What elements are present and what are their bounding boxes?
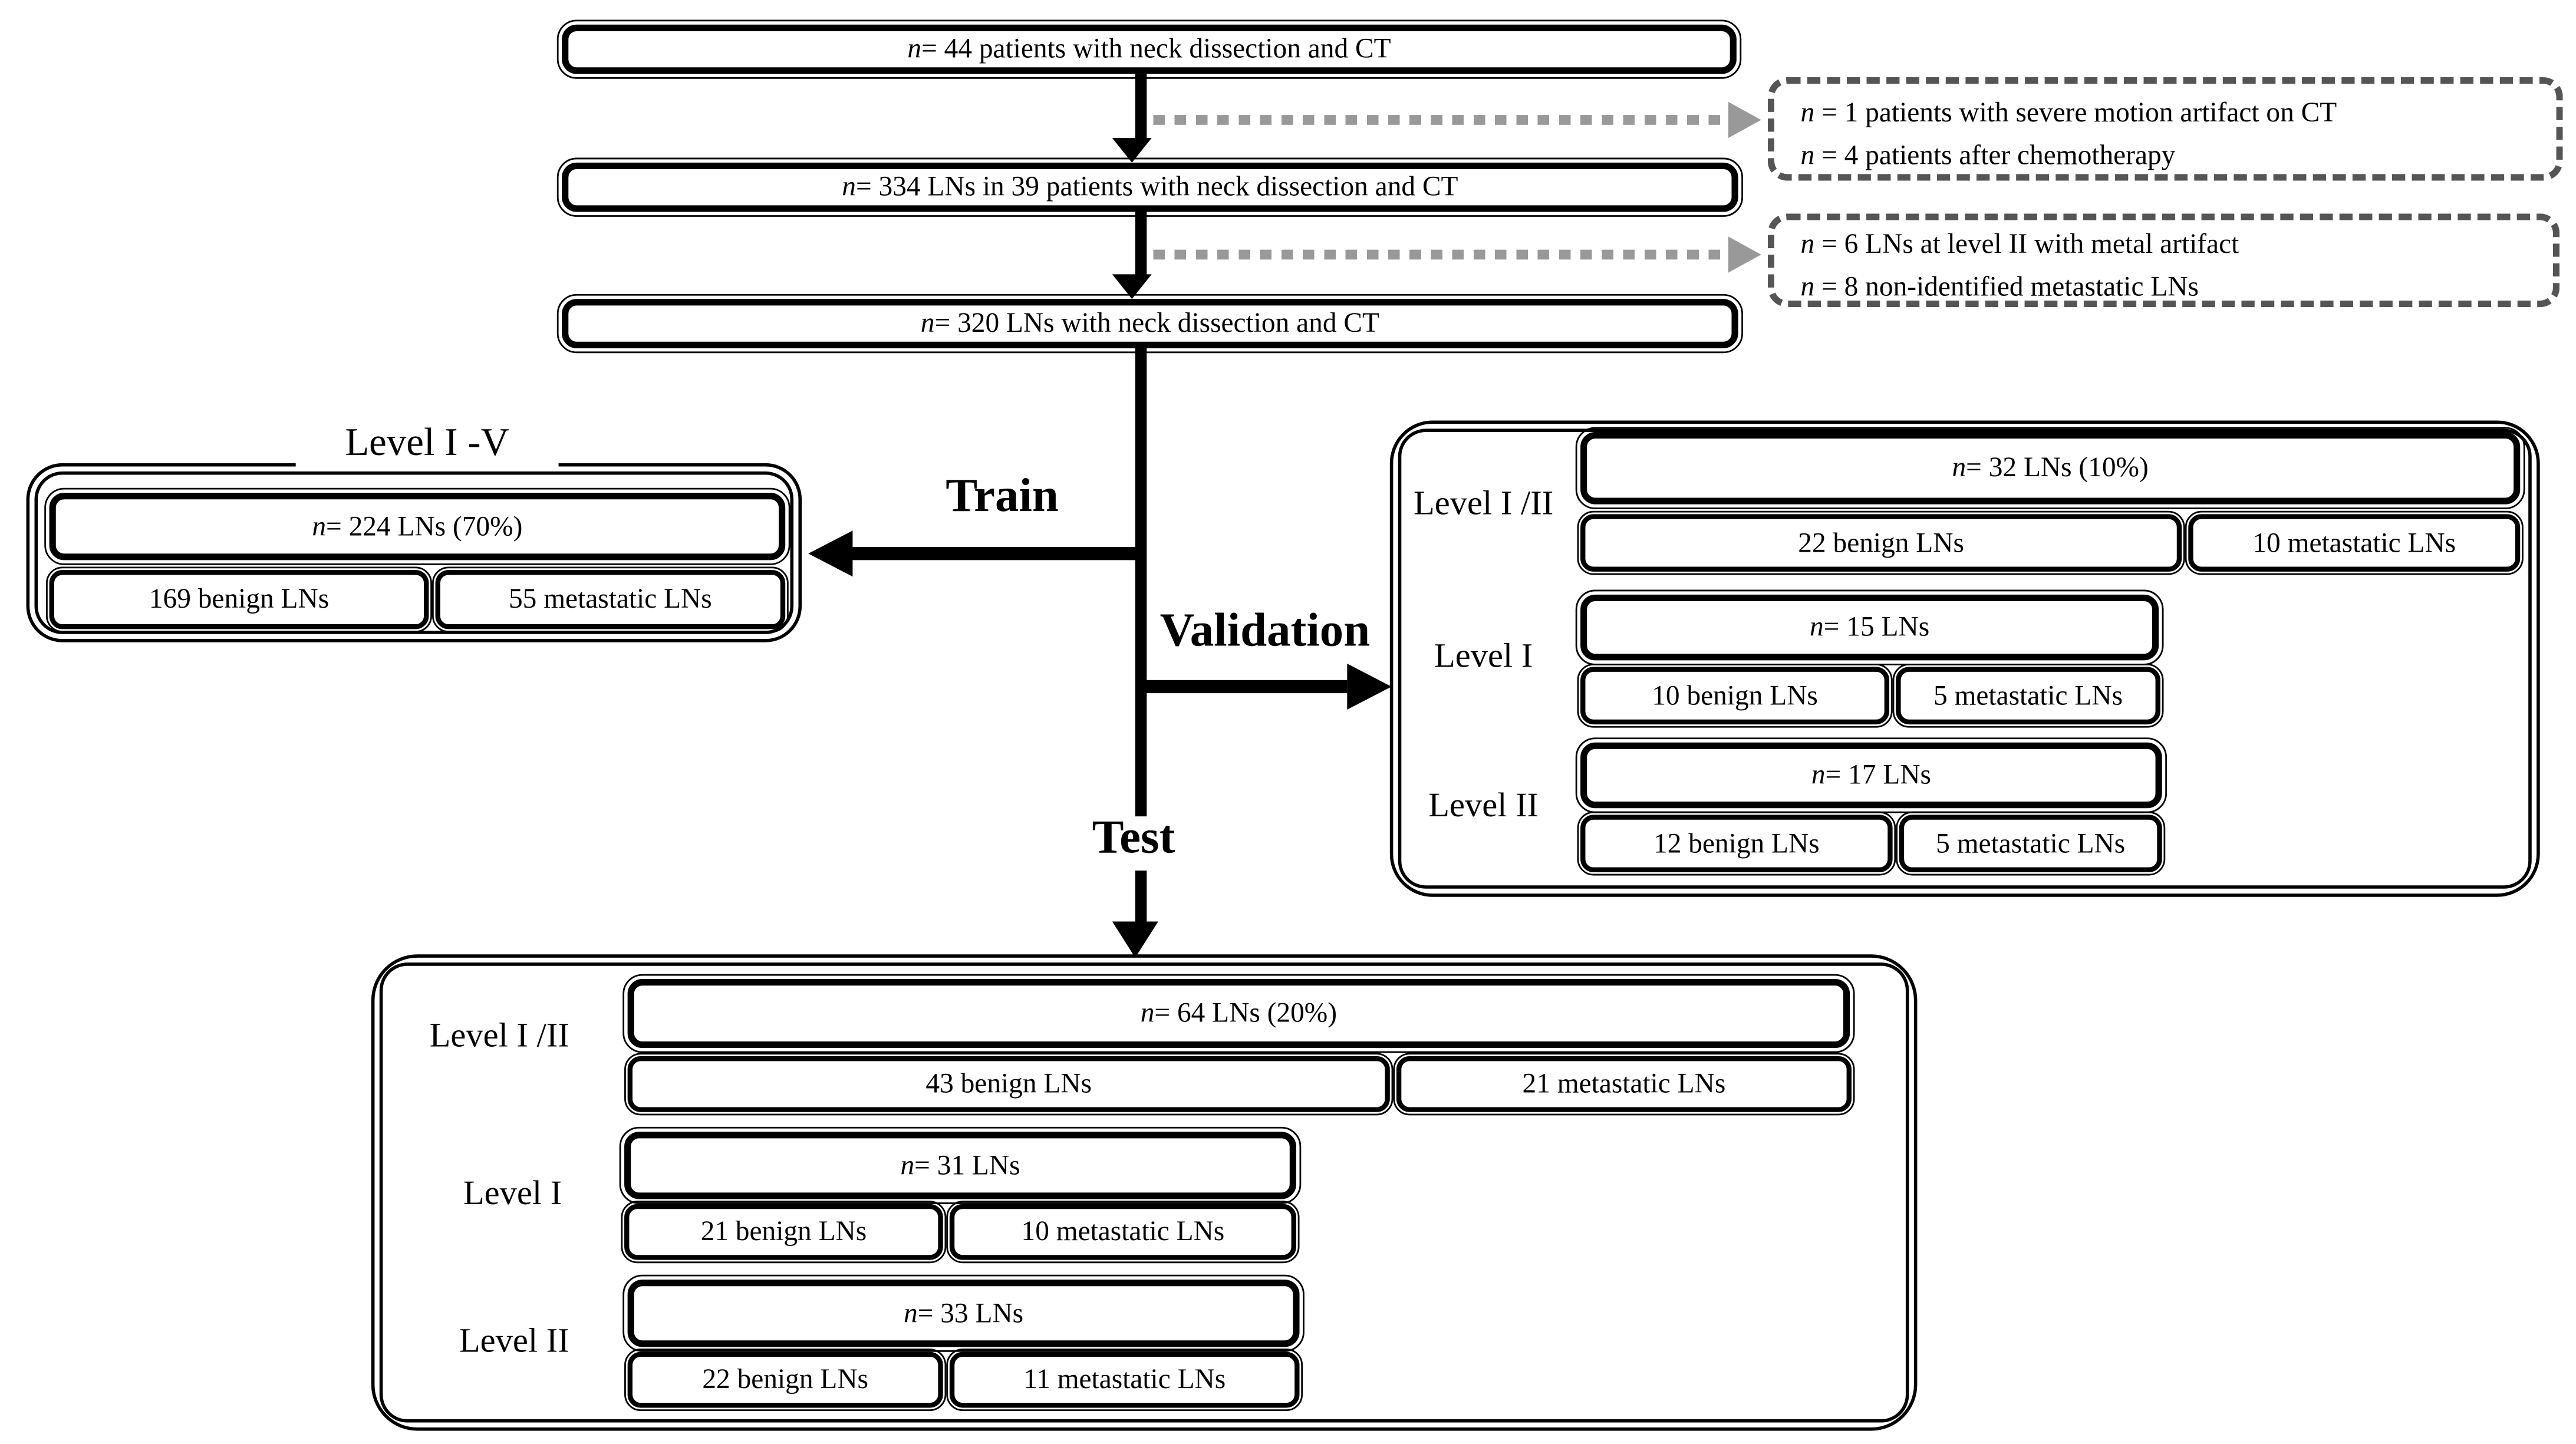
test-row-1-label: Level I /II: [429, 1016, 569, 1056]
exclusion-arrow-2-head: [1728, 236, 1761, 273]
test-arrow-head: [1112, 921, 1158, 958]
test-row-1-total-box: n = 64 LNs (20%): [622, 974, 1855, 1053]
train-arrow-shaft: [851, 547, 1141, 561]
validation-row-2-benign-box: 10 benign LNs: [1577, 663, 1893, 728]
exclusion-box-1: n = 1 patients with severe motion artifa…: [1767, 77, 2563, 181]
test-row-2-total-box: n = 31 LNs: [619, 1126, 1302, 1204]
test-row-2-benign-box: 21 benign LNs: [621, 1201, 947, 1264]
exclusion-box-1-line-1: n = 1 patients with severe motion artifa…: [1800, 97, 2337, 128]
test-row-1-metastatic-box: 21 metastatic LNs: [1393, 1053, 1855, 1116]
validation-row-1-metastatic-box: 10 metastatic LNs: [2185, 510, 2524, 575]
exclusion-box-2-line-1: n = 6 LNs at level II with metal artifac…: [1800, 228, 2239, 260]
cohort-box-334-lns: n = 334 LNs in 39 patients with neck dis…: [556, 157, 1744, 217]
test-row-3-label: Level II: [459, 1321, 569, 1361]
validation-row-2-total-box: n = 15 LNs: [1575, 589, 2164, 665]
exclusion-arrow-2-shaft: [1153, 249, 1725, 260]
exclusion-box-2-line-2: n = 8 non-identified metastatic LNs: [1800, 271, 2199, 302]
train-group-title: Level I -V: [295, 414, 559, 470]
exclusion-arrow-1-head: [1728, 101, 1761, 139]
test-row-3-benign-box: 22 benign LNs: [624, 1349, 947, 1412]
train-total-box: n = 224 LNs (70%): [44, 487, 790, 565]
validation-row-3-benign-box: 12 benign LNs: [1577, 811, 1896, 876]
test-row-1-benign-box: 43 benign LNs: [624, 1053, 1394, 1116]
validation-arrow-head: [1347, 663, 1392, 710]
connector-arrow-1-shaft: [1135, 74, 1147, 141]
exclusion-arrow-1-shaft: [1153, 115, 1725, 125]
test-branch-label: Test: [1092, 811, 1175, 864]
train-benign-box: 169 benign LNs: [46, 566, 432, 632]
exclusion-box-1-line-2: n = 4 patients after chemotherapy: [1800, 139, 2176, 171]
validation-row-1-benign-box: 22 benign LNs: [1577, 510, 2185, 575]
connector-arrow-2-shaft: [1135, 212, 1147, 276]
validation-branch-label: Validation: [1159, 604, 1371, 657]
train-branch-label: Train: [946, 470, 1059, 523]
connector-arrow-2-head: [1112, 274, 1152, 299]
validation-row-2-metastatic-box: 5 metastatic LNs: [1892, 663, 2164, 728]
trunk-line: [1135, 348, 1147, 817]
exclusion-box-2: n = 6 LNs at level II with metal artifac…: [1767, 213, 2560, 308]
validation-row-1-total-box: n = 32 LNs (10%): [1575, 427, 2525, 509]
validation-row-3-total-box: n = 17 LNs: [1575, 737, 2167, 813]
cohort-box-44-patients: n = 44 patients with neck dissection and…: [556, 19, 1742, 79]
test-row-2-metastatic-box: 10 metastatic LNs: [946, 1201, 1300, 1264]
validation-row-3-metastatic-box: 5 metastatic LNs: [1896, 811, 2166, 876]
validation-row-2-label: Level I: [1434, 636, 1533, 676]
cohort-box-320-lns: n = 320 LNs with neck dissection and CT: [556, 294, 1744, 354]
test-row-3-total-box: n = 33 LNs: [622, 1274, 1305, 1352]
train-arrow-head: [808, 530, 853, 577]
validation-row-1-label: Level I /II: [1414, 483, 1554, 523]
test-arrow-shaft: [1135, 871, 1147, 925]
train-metastatic-box: 55 metastatic LNs: [431, 566, 789, 632]
validation-arrow-shaft: [1140, 680, 1348, 694]
connector-arrow-1-head: [1112, 138, 1152, 163]
test-row-2-label: Level I: [463, 1173, 562, 1214]
test-row-3-metastatic-box: 11 metastatic LNs: [946, 1349, 1303, 1412]
validation-row-3-label: Level II: [1428, 786, 1539, 826]
